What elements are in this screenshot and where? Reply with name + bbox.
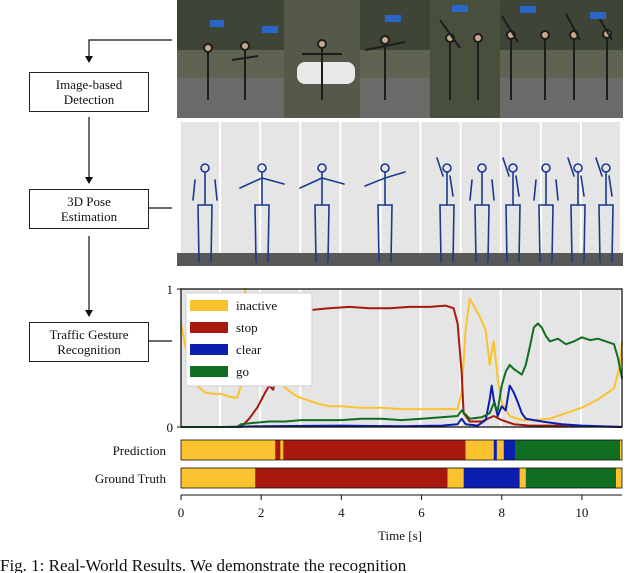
legend-swatch-clear xyxy=(190,344,228,355)
y-tick-label: 1 xyxy=(167,282,174,297)
legend-swatch-go xyxy=(190,366,228,377)
series-line-stop xyxy=(181,304,623,428)
y-tick-label: 0 xyxy=(167,420,174,435)
timeline-segment-inactive xyxy=(615,468,622,488)
timeline-segment-stop xyxy=(275,440,281,460)
pose-band-5 xyxy=(381,122,420,253)
skeleton-figure-5 xyxy=(469,163,495,263)
stage-label-line1: 3D Pose xyxy=(67,194,111,209)
pose-band-9 xyxy=(541,122,580,253)
chart-series-group xyxy=(180,288,623,428)
timeline-segment-clear xyxy=(463,468,520,488)
timeline-row-frame xyxy=(180,467,623,489)
timeline-segment-inactive xyxy=(496,440,504,460)
skeleton-figure-7 xyxy=(533,163,559,263)
y-tick-group: 01 xyxy=(167,282,181,435)
skeleton-figure-1 xyxy=(239,163,285,263)
series-line-clear xyxy=(181,384,623,428)
chart-frame xyxy=(180,288,623,428)
x-tick-label: 6 xyxy=(418,505,425,520)
skeleton-figure-4 xyxy=(436,157,455,263)
x-tick-label: 8 xyxy=(498,505,505,520)
timeline-segment-inactive xyxy=(519,468,526,488)
timeline-row-label: Ground Truth xyxy=(95,471,167,486)
stage-label-line2: Detection xyxy=(63,92,115,107)
timeline-segment-go xyxy=(525,468,616,488)
timeline-segment-inactive xyxy=(465,440,494,460)
stage-pose-estimation: 3D Pose Estimation xyxy=(29,189,149,229)
x-axis-group: 0 2 4 6 8 10 xyxy=(178,494,622,520)
legend-swatch-stop xyxy=(190,322,228,333)
stage-label-line2: Recognition xyxy=(57,342,121,357)
legend-label-clear: clear xyxy=(236,342,262,357)
pose-band-3 xyxy=(301,122,340,253)
timeline-segment-stop xyxy=(283,440,466,460)
timeline-segment-stop xyxy=(255,468,448,488)
x-tick-label: 2 xyxy=(258,505,265,520)
stage-image-detection: Image-based Detection xyxy=(29,72,149,112)
timeline-segment-inactive xyxy=(447,468,464,488)
person-figures xyxy=(203,13,613,100)
skeleton-figure-8 xyxy=(567,157,586,263)
skeleton-group xyxy=(192,157,614,263)
chart-band-8 xyxy=(501,289,540,427)
timeline-segment-inactive xyxy=(181,468,256,488)
chart-band-9 xyxy=(541,289,580,427)
pose-estimation-strip xyxy=(177,122,623,268)
pose-band-8 xyxy=(501,122,540,253)
skeleton-figure-2 xyxy=(299,163,345,263)
timeline-segment-clear xyxy=(503,440,516,460)
pose-band-4 xyxy=(341,122,380,253)
x-axis-label: Time [s] xyxy=(378,528,422,543)
pose-band-7 xyxy=(461,122,500,253)
chart-band-4 xyxy=(341,289,380,427)
stage-label-line2: Estimation xyxy=(60,209,118,224)
chart-band-10 xyxy=(581,289,620,427)
chart-legend: inactive stop clear go xyxy=(185,292,313,387)
chart-band-5 xyxy=(381,289,420,427)
series-line-go xyxy=(181,322,623,428)
sign-shapes xyxy=(210,5,606,33)
x-tick-label: 10 xyxy=(575,505,588,520)
timeline-segment-inactive xyxy=(619,440,622,460)
skeleton-figure-3 xyxy=(364,163,406,263)
pose-band-0 xyxy=(181,122,220,253)
timeline-segment-inactive xyxy=(181,440,276,460)
pose-band-10 xyxy=(581,122,620,253)
legend-label-inactive: inactive xyxy=(236,298,277,313)
timeline-segment-inactive xyxy=(280,440,284,460)
ground-plane xyxy=(177,253,623,266)
timeline-row-label: Prediction xyxy=(113,443,167,458)
timeline-segment-clear xyxy=(493,440,497,460)
figure-caption: Fig. 1: Real-World Results. We demonstra… xyxy=(0,556,407,573)
camera-image-strip xyxy=(177,0,623,118)
timeline-segment-go xyxy=(515,440,620,460)
series-line-inactive xyxy=(180,288,623,422)
stage-label-line1: Image-based xyxy=(55,77,123,92)
legend-label-go: go xyxy=(236,364,249,379)
pipeline-arrows xyxy=(85,39,172,342)
skeleton-figure-6 xyxy=(502,157,521,263)
x-tick-label: 0 xyxy=(178,505,185,520)
chart-band-6 xyxy=(421,289,460,427)
legend-label-stop: stop xyxy=(236,320,258,335)
pose-band-group xyxy=(181,122,620,253)
stage-label-line1: Traffic Gesture xyxy=(49,327,129,342)
skeleton-figure-0 xyxy=(192,163,218,263)
pose-band-2 xyxy=(261,122,300,253)
stage-gesture-recognition: Traffic Gesture Recognition xyxy=(29,322,149,362)
legend-frame xyxy=(185,292,313,387)
timeline-row-frame xyxy=(180,439,623,461)
skeleton-figure-9 xyxy=(595,157,614,263)
car-shape xyxy=(297,62,355,84)
x-tick-label: 4 xyxy=(338,505,345,520)
arrow-into-detection xyxy=(85,39,172,63)
legend-swatch-inactive xyxy=(190,300,228,311)
